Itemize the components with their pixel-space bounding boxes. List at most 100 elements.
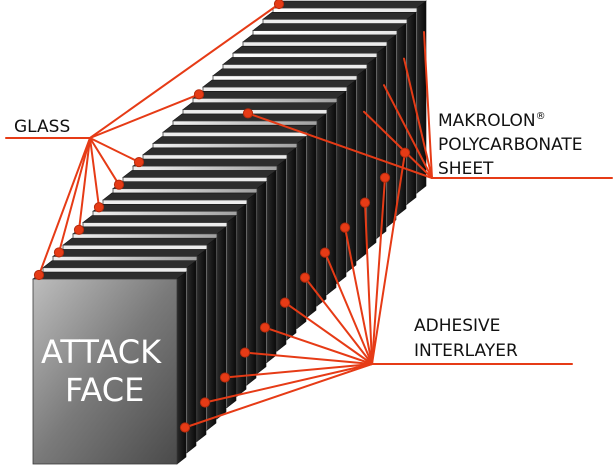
attack-face-label: ATTACK FACE (41, 333, 162, 409)
layer-top-edge (42, 260, 197, 269)
makrolon-text: MAKROLON (438, 111, 536, 131)
adhesive-leader-dot (359, 197, 371, 208)
adhesive-leader-dot (379, 172, 391, 183)
adhesive-leader-dot (179, 422, 191, 433)
adhesive-leader-dot (319, 247, 331, 258)
adhesive-leader-line (364, 201, 373, 365)
layer-top-edge (182, 102, 337, 110)
adhesive-leader-dot (259, 322, 271, 333)
glass-leader-line (38, 137, 91, 276)
glass-leader-line (78, 137, 91, 231)
layer-top-edge (262, 11, 417, 20)
layer-glass-0 (32, 271, 187, 465)
layer-edge (216, 226, 227, 420)
adhesive-leader-line (204, 363, 373, 404)
makrolon-callout: MAKROLON® POLYCARBONATE SHEET (438, 111, 583, 179)
adhesive-leader-line (304, 276, 373, 365)
makrolon-leader-dot (242, 108, 254, 119)
adhesive-leader-dot (199, 397, 211, 408)
glass-leader-line (89, 3, 280, 139)
layer-top-edge (82, 215, 237, 223)
layer-edge (236, 203, 247, 397)
layer-top-edge (122, 170, 277, 178)
layer-edge (266, 169, 277, 363)
registered-mark: ® (536, 111, 546, 122)
glass-callout: GLASS (14, 117, 70, 137)
glass-leader-dot (73, 224, 85, 235)
glass-leader-line (89, 137, 120, 186)
glass-leader-line (89, 137, 140, 164)
glass-label: GLASS (14, 117, 70, 137)
polycarbonate-label: POLYCARBONATE (438, 135, 583, 155)
layer-edge (386, 34, 397, 228)
adhesive-leader-dot (299, 272, 311, 283)
makrolon-leader-line (247, 112, 433, 179)
adhesive-leader-line (284, 301, 373, 365)
layer-top-edge (192, 91, 347, 99)
adhesive-label: ADHESIVE (414, 316, 500, 336)
layer-edge (276, 158, 287, 352)
layer-edge (376, 45, 387, 239)
layer-top-edge (32, 271, 187, 280)
glass-leader-dot (133, 156, 145, 168)
adhesive-leader-line (371, 176, 386, 365)
makrolon-label: MAKROLON® (438, 111, 546, 131)
sheet-label: SHEET (438, 159, 494, 179)
face-label: FACE (65, 371, 144, 409)
makrolon-leader-line (363, 110, 433, 179)
glass-leader-dot (33, 269, 45, 281)
layer-edge (366, 56, 377, 251)
adhesive-leader-dot (239, 347, 251, 358)
layer-top-edge (52, 249, 207, 257)
glass-leader-dot (113, 179, 125, 190)
makrolon-leader-line (383, 84, 433, 179)
layer-top-edge (92, 203, 247, 212)
layer-top-edge (112, 181, 267, 189)
attack-label: ATTACK (41, 333, 162, 371)
layer-top-edge (212, 68, 367, 77)
adhesive-leader-line (264, 326, 373, 365)
layer-edge (306, 124, 317, 318)
adhesive-leader-line (184, 363, 373, 429)
adhesive-leader-line (224, 363, 373, 379)
adhesive-leader-dot (219, 372, 231, 383)
layer-edge (316, 113, 327, 307)
interlayer-label: INTERLAYER (414, 341, 518, 361)
glass-leader-dot (273, 0, 285, 10)
glass-leader-line (89, 137, 100, 209)
layer-top-edge (242, 34, 397, 43)
adhesive-leader-dot (339, 222, 351, 233)
layer-top-edge (72, 226, 227, 235)
layer-edge (296, 135, 307, 330)
glass-leader-dot (193, 89, 205, 100)
adhesive-leader-line (371, 151, 406, 365)
adhesive-leader-line (244, 351, 373, 365)
adhesive-leader-line (324, 251, 373, 365)
layer-edge (176, 271, 187, 465)
layer-stack (32, 0, 427, 465)
layer-top-edge (222, 57, 377, 65)
layer-top-edge (102, 192, 257, 201)
layer-edge (256, 181, 267, 375)
makrolon-leader-line (403, 57, 433, 179)
layer-top-edge (272, 0, 427, 9)
layer-top-edge (152, 136, 307, 144)
makrolon-leader-line (423, 31, 433, 179)
adhesive-leader-line (344, 226, 373, 365)
glass-leader-dot (93, 202, 105, 213)
glass-leader-line (58, 137, 91, 254)
layer-edge (286, 147, 297, 341)
layer-top-edge (132, 158, 287, 167)
layer-edge (356, 68, 367, 262)
layer-top-edge (142, 147, 297, 156)
layer-top-edge (232, 45, 387, 54)
glass-leader-dot (53, 247, 65, 258)
adhesive-leader-dot (399, 147, 411, 158)
attack-face-panel (32, 278, 178, 465)
adhesive-leader-dot (279, 297, 291, 308)
layer-top-edge (252, 23, 407, 31)
leader-dots (33, 0, 411, 433)
layer-top-edge (202, 79, 357, 88)
layer-edge (196, 248, 207, 443)
